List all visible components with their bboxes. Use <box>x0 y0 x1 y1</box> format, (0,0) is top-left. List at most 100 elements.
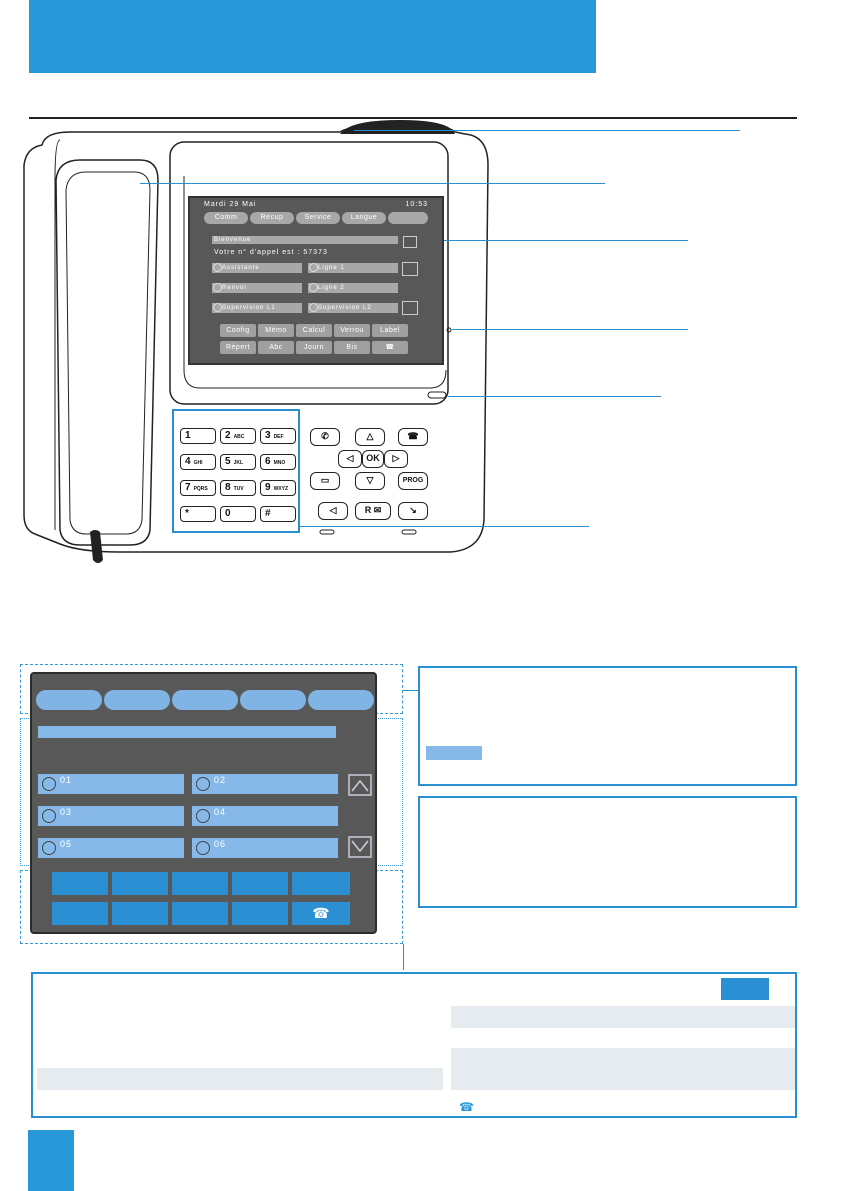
line-key-01[interactable]: Assistante <box>212 263 302 273</box>
key-hash[interactable]: # <box>260 506 296 522</box>
detail-line-02[interactable]: 02 <box>192 774 338 794</box>
line-label: Assistante <box>222 265 260 271</box>
line-key-04[interactable]: Ligne 2 <box>308 283 398 293</box>
callout-line-top <box>354 130 740 131</box>
connector-tabs <box>403 690 419 691</box>
globe-icon <box>42 777 56 791</box>
key-bis[interactable]: Bis <box>334 341 370 354</box>
phone-hangup-icon: ☎ <box>312 905 330 921</box>
phone-hangup-icon: ☎ <box>407 431 419 441</box>
ok-key[interactable]: OK <box>362 450 384 468</box>
detail-key-3[interactable] <box>172 872 228 895</box>
detail-key-1[interactable] <box>52 872 108 895</box>
speaker-icon: ◁ <box>329 505 337 515</box>
key-memo[interactable]: Mémo <box>258 324 294 337</box>
left-key[interactable]: ◁ <box>338 450 362 468</box>
arrow-right-icon: ▷ <box>392 453 400 463</box>
detail-message-bar <box>38 726 336 738</box>
arrow-up-icon[interactable] <box>348 774 372 796</box>
globe-icon <box>309 283 318 292</box>
globe-icon <box>213 283 222 292</box>
grey-row-1 <box>451 1006 795 1028</box>
info-box-keys: ☎ <box>31 972 797 1118</box>
detail-tab-2[interactable] <box>104 690 170 710</box>
pickup-key[interactable]: ✆ <box>310 428 340 446</box>
callout-line-display <box>402 240 688 241</box>
detail-key-9[interactable] <box>232 902 288 925</box>
line-label: Renvoi <box>222 285 247 291</box>
detail-key-7[interactable] <box>112 902 168 925</box>
globe-icon <box>42 809 56 823</box>
key-hangup[interactable]: ☎ <box>372 341 408 354</box>
detail-display: 01 02 03 04 05 06 ☎ <box>30 672 377 934</box>
arrow-down-icon[interactable] <box>402 301 418 315</box>
detail-key-5[interactable] <box>292 872 350 895</box>
tab-comm[interactable]: Comm <box>204 212 248 224</box>
tab-langue[interactable]: Langue <box>342 212 386 224</box>
detail-tab-5[interactable] <box>308 690 374 710</box>
key-label[interactable]: Label <box>372 324 408 337</box>
phone-pickup-icon: ✆ <box>321 431 329 441</box>
detail-key-4[interactable] <box>232 872 288 895</box>
line-key-06[interactable]: Supervision L2 <box>308 303 398 313</box>
key-calcul[interactable]: Calcul <box>296 324 332 337</box>
detail-line-04[interactable]: 04 <box>192 806 338 826</box>
globe-icon <box>213 263 222 272</box>
up-key[interactable]: △ <box>355 428 385 446</box>
detail-key-2[interactable] <box>112 872 168 895</box>
legend-swatch-key <box>721 978 769 1000</box>
right-key[interactable]: ▷ <box>384 450 408 468</box>
directory-key[interactable]: ▭ <box>310 472 340 490</box>
key-journ[interactable]: Journ <box>296 341 332 354</box>
key-config[interactable]: Config <box>220 324 256 337</box>
detail-tab-1[interactable] <box>36 690 102 710</box>
key-1[interactable]: 1 <box>180 428 216 444</box>
phone-hangup-icon: ☎ <box>459 1100 474 1114</box>
detail-tab-3[interactable] <box>172 690 238 710</box>
key-repert[interactable]: Répert <box>220 341 256 354</box>
tab-recup[interactable]: Recup <box>250 212 294 224</box>
line-key-03[interactable]: Renvoi <box>212 283 302 293</box>
speaker-key[interactable]: ◁ <box>318 502 348 520</box>
info-box-tabs <box>418 666 797 786</box>
detail-key-hangup[interactable]: ☎ <box>292 902 350 925</box>
line-key-02[interactable]: Ligne 1 <box>308 263 398 273</box>
detail-line-03[interactable]: 03 <box>38 806 184 826</box>
line-key-05[interactable]: Supervision L1 <box>212 303 302 313</box>
phone-hangup-icon: ☎ <box>385 344 395 351</box>
detail-line-05[interactable]: 05 <box>38 838 184 858</box>
detail-tab-4[interactable] <box>240 690 306 710</box>
detail-key-6[interactable] <box>52 902 108 925</box>
arrow-down-icon: ▽ <box>366 475 374 485</box>
arrow-down-icon[interactable] <box>348 836 372 858</box>
legend-swatch-blue <box>426 746 482 760</box>
down-key[interactable]: ▽ <box>355 472 385 490</box>
arrow-up-icon[interactable] <box>402 262 418 276</box>
globe-icon <box>309 263 318 272</box>
callout-line-button <box>448 396 661 397</box>
globe-icon <box>196 777 210 791</box>
scroll-icon[interactable] <box>403 236 417 248</box>
tab-empty[interactable] <box>388 212 428 224</box>
detail-key-8[interactable] <box>172 902 228 925</box>
detail-line-06[interactable]: 06 <box>192 838 338 858</box>
key-abc[interactable]: Abc <box>258 341 294 354</box>
transfer-icon: ↘ <box>409 505 417 515</box>
transfer-key[interactable]: ↘ <box>398 502 428 520</box>
recall-message-key[interactable]: R ✉ <box>355 502 391 520</box>
key-verrou[interactable]: Verrou <box>334 324 370 337</box>
detail-line-01[interactable]: 01 <box>38 774 184 794</box>
key-star[interactable]: * <box>180 506 216 522</box>
tab-service[interactable]: Service <box>296 212 340 224</box>
key-0[interactable]: 0 <box>220 506 256 522</box>
prog-key[interactable]: PROG <box>398 472 428 490</box>
hangup-key[interactable]: ☎ <box>398 428 428 446</box>
